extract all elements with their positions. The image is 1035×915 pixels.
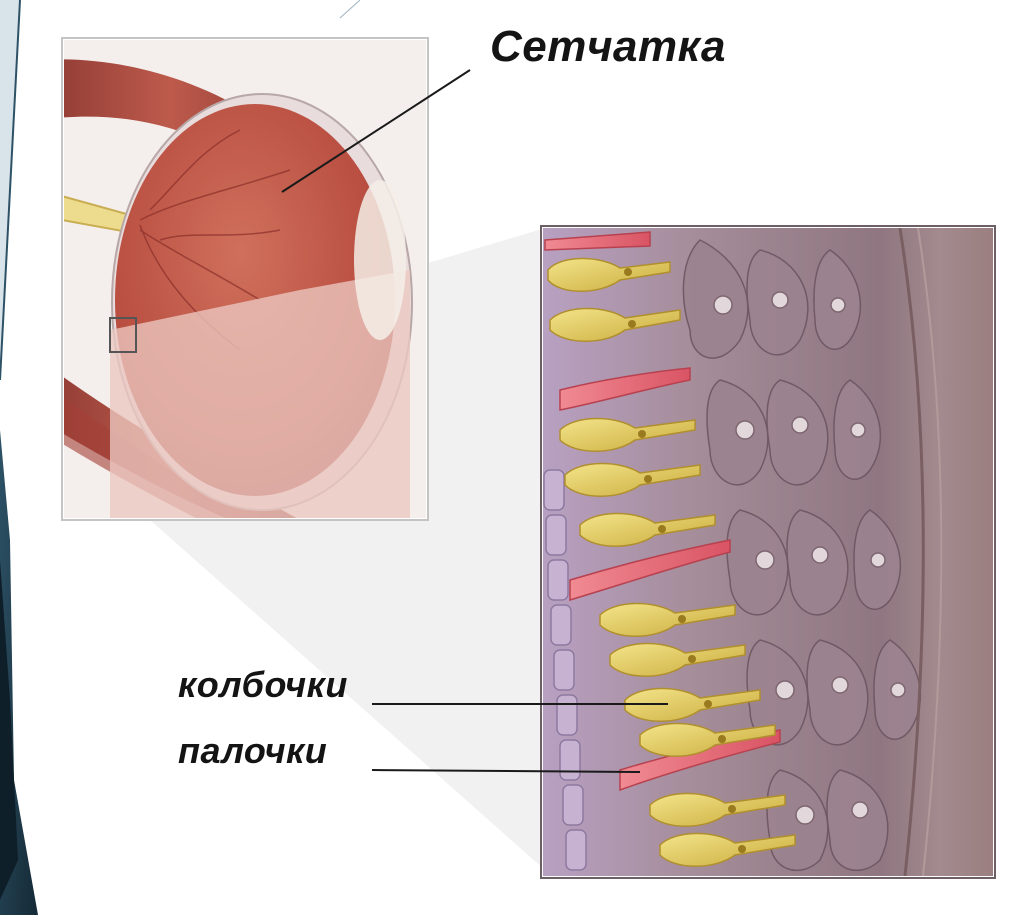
cones-label: колбочки xyxy=(178,664,348,706)
eye-inset xyxy=(40,38,428,520)
retina-tissue-panel xyxy=(541,226,995,878)
rods-label: палочки xyxy=(178,730,327,772)
retina-label: Сетчатка xyxy=(490,22,726,72)
